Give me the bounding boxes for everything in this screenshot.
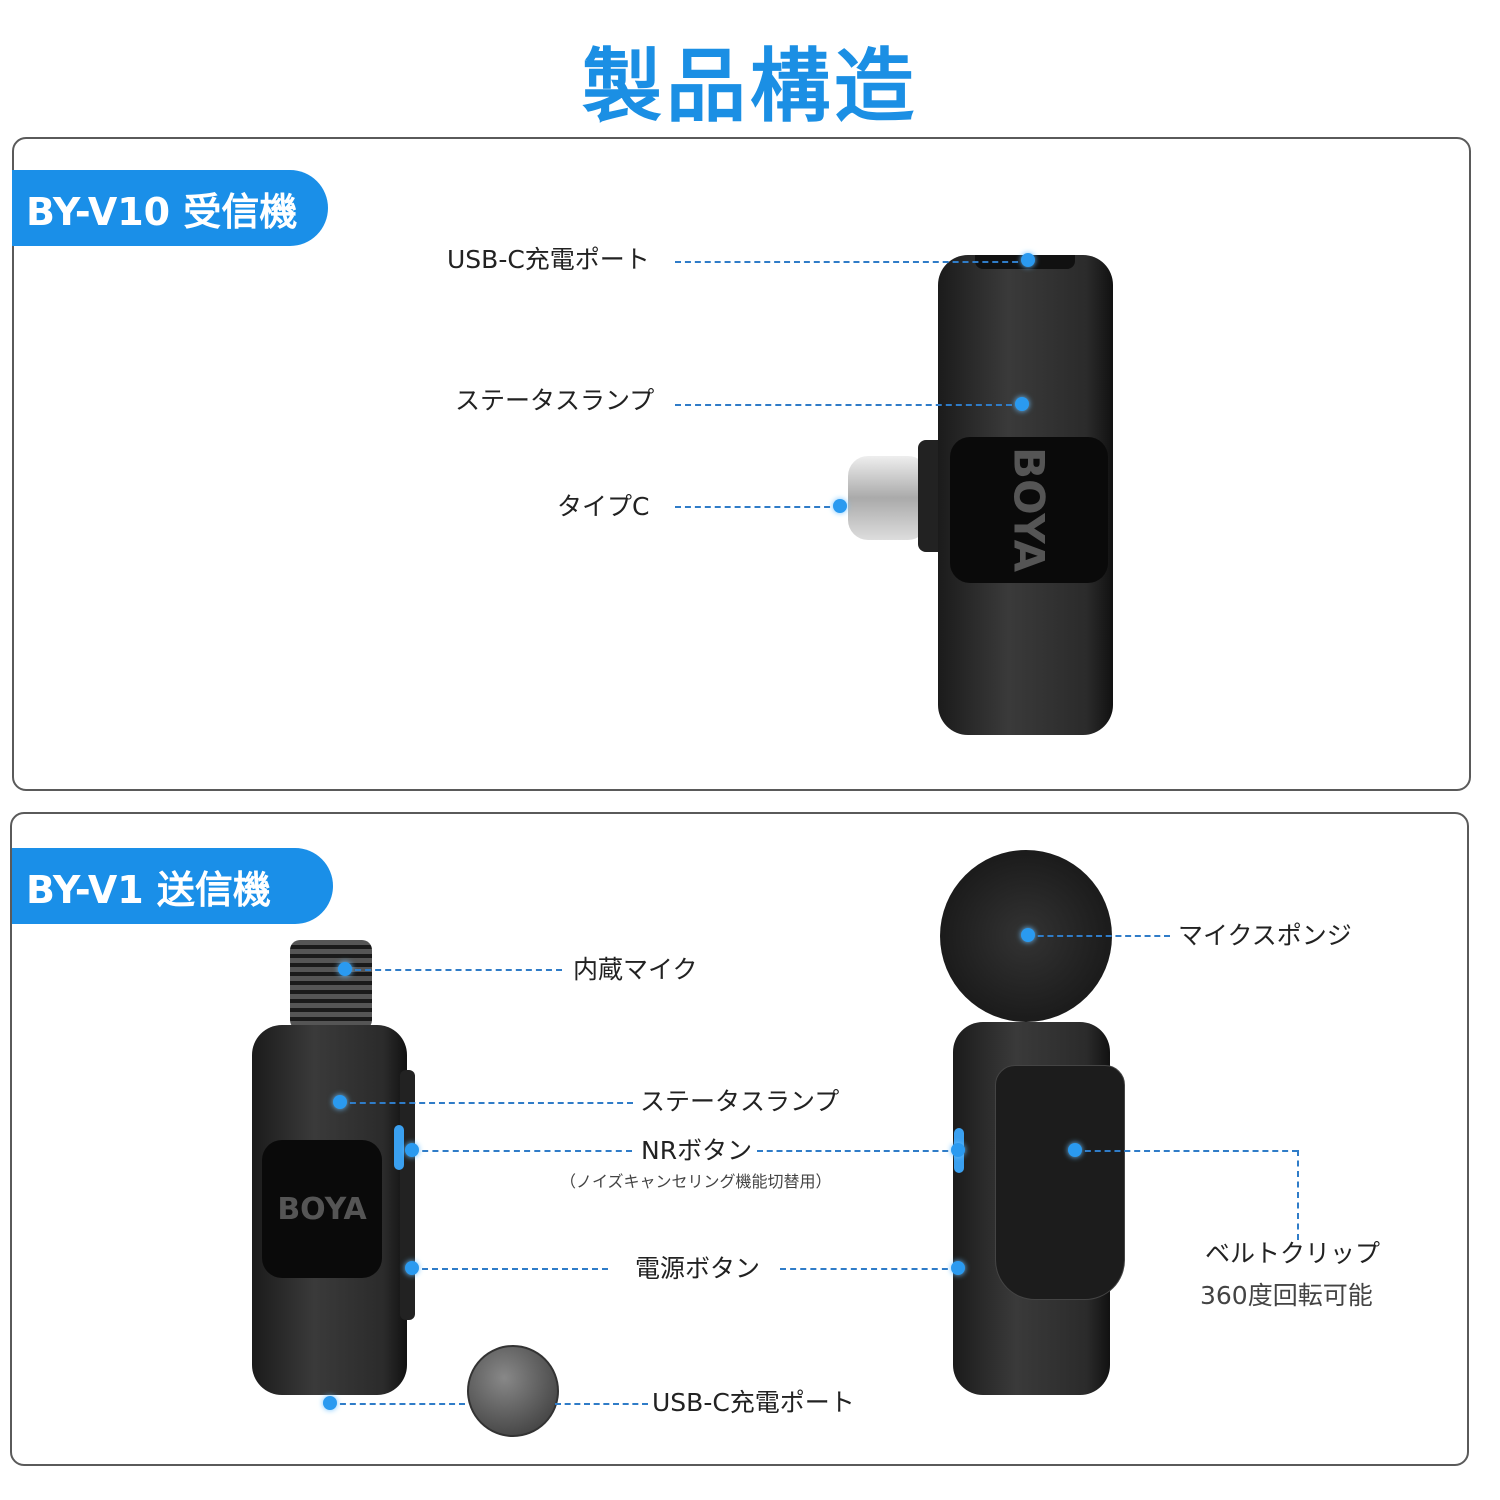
usb-c-plug: [848, 456, 928, 540]
pointer-dot: [333, 1095, 347, 1109]
transmitter-logo-plate: BOYA: [262, 1140, 382, 1278]
pointer-dot: [405, 1143, 419, 1157]
side-clip: [400, 1070, 415, 1320]
label-power-button: 電源ボタン: [635, 1254, 761, 1283]
leader-line: [412, 1150, 632, 1152]
pointer-dot: [833, 499, 847, 513]
page-title: 製品構造: [582, 40, 918, 133]
leader-line: [675, 506, 840, 508]
label-nr-note: （ノイズキャンセリング機能切替用）: [560, 1172, 832, 1191]
pointer-dot: [951, 1143, 965, 1157]
nr-button[interactable]: [394, 1125, 404, 1170]
label-belt-clip: ベルトクリップ: [1205, 1239, 1381, 1268]
leader-line: [345, 969, 562, 971]
pointer-dot: [1068, 1143, 1082, 1157]
leader-line: [412, 1268, 608, 1270]
leader-line: [675, 261, 1028, 263]
leader-line: [340, 1102, 633, 1104]
label-status-lamp: ステータスランプ: [640, 1087, 840, 1116]
leader-line: [1075, 1150, 1298, 1152]
label-built-in-mic: 内蔵マイク: [573, 955, 698, 984]
leader-line: [1297, 1150, 1299, 1240]
mic-head: [290, 940, 372, 1030]
transmitter-panel: [10, 812, 1469, 1466]
leader-line: [780, 1268, 958, 1270]
label-belt-clip-note: 360度回転可能: [1200, 1281, 1373, 1310]
label-mic-sponge: マイクスポンジ: [1178, 921, 1352, 950]
label-usb-port: USB-C充電ポート: [447, 245, 650, 274]
receiver-badge: BY-V10 受信機: [12, 170, 328, 246]
transmitter-badge: BY-V1 送信機: [12, 848, 333, 924]
pointer-dot: [338, 962, 352, 976]
label-usb-port: USB-C充電ポート: [652, 1388, 855, 1417]
pointer-dot: [951, 1261, 965, 1275]
label-nr-button: NRボタン: [641, 1136, 753, 1165]
pointer-dot: [1021, 253, 1035, 267]
leader-line: [1028, 935, 1170, 937]
leader-line: [757, 1150, 958, 1152]
receiver-panel: [12, 137, 1471, 791]
leader-line: [330, 1403, 465, 1405]
receiver-logo-plate: BOYA: [950, 437, 1108, 583]
usb-port-closeup: [467, 1345, 559, 1437]
label-status-lamp: ステータスランプ: [455, 386, 655, 415]
status-lamp-dot: [1015, 397, 1029, 411]
label-type-c: タイプC: [557, 492, 650, 521]
pointer-dot: [1021, 928, 1035, 942]
pointer-dot: [323, 1396, 337, 1410]
belt-clip: [995, 1065, 1125, 1300]
pointer-dot: [405, 1261, 419, 1275]
leader-line: [555, 1403, 648, 1405]
leader-line: [675, 404, 1022, 406]
